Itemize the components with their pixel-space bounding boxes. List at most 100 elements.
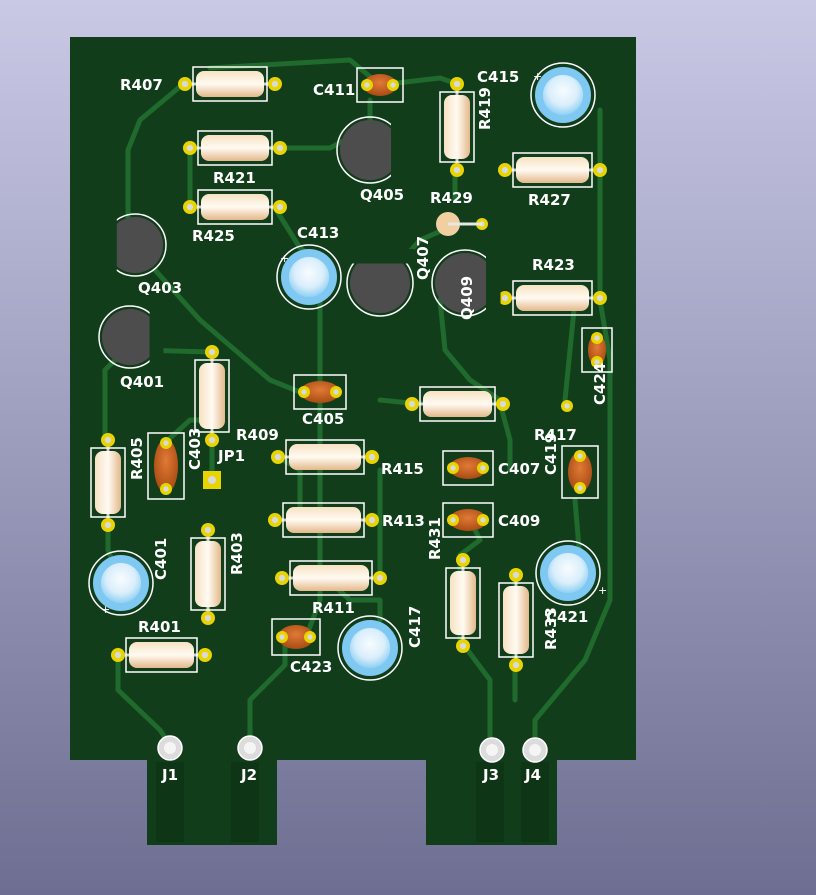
silkscreen-label-r413: R413 [382, 512, 425, 530]
C405-ceramic-capacitor [293, 374, 347, 410]
drill-hole [333, 389, 339, 395]
resistor-silkscreen [190, 537, 226, 611]
C401-electrolytic-capacitor [88, 550, 154, 616]
capacitor-silkscreen [535, 540, 601, 606]
drill-hole [163, 486, 169, 492]
drill-hole [163, 440, 169, 446]
silkscreen-label-q407: Q407 [414, 236, 432, 280]
copper-trace [152, 267, 303, 395]
drill-hole [596, 166, 604, 174]
drill-hole [564, 403, 570, 409]
drill-hole [274, 453, 282, 461]
connector-hole [244, 742, 256, 754]
R407-resistor [185, 66, 275, 102]
R421-resistor [190, 130, 280, 166]
silkscreen-label-q401: Q401 [120, 373, 164, 391]
copper-trace [247, 635, 288, 748]
C415-electrolytic-capacitor [530, 62, 596, 128]
drill-hole [390, 82, 396, 88]
copper-trace [532, 297, 613, 748]
resistor-body [293, 565, 369, 591]
resistor-body [516, 285, 589, 311]
drill-hole [364, 82, 370, 88]
resistor-silkscreen [194, 359, 230, 433]
capacitor-top [100, 562, 142, 604]
R433-resistor [498, 575, 534, 665]
drill-hole [208, 348, 216, 356]
resistor-body [201, 135, 269, 161]
transistor-body [107, 217, 163, 273]
capacitor-silkscreen [271, 618, 321, 656]
C423-ceramic-capacitor [271, 618, 321, 656]
drill-hole [459, 642, 467, 650]
capacitor-silkscreen [561, 445, 599, 499]
transistor-body [435, 253, 495, 313]
drill-hole [301, 389, 307, 395]
C411-ceramic-capacitor [356, 67, 404, 103]
R409-resistor [194, 352, 230, 440]
edge-finger [156, 762, 184, 842]
drill-hole [450, 465, 456, 471]
drill-hole [204, 614, 212, 622]
resistor-silkscreen [197, 189, 273, 225]
capacitor-silkscreen [442, 450, 494, 486]
silkscreen-label-c424: C424 [591, 363, 609, 405]
silkscreen-label-r419: R419 [476, 87, 494, 130]
resistor-body [196, 71, 264, 97]
resistor-silkscreen [282, 502, 365, 538]
connector-hole [486, 744, 498, 756]
resistor-silkscreen [90, 447, 126, 518]
silkscreen-label-c419: C419 [542, 433, 560, 475]
capacitor-body [300, 381, 340, 403]
R423-resistor [505, 280, 600, 316]
drill-hole [271, 516, 279, 524]
drill-hole [307, 634, 313, 640]
connector-pad [479, 737, 505, 763]
resistor-body [289, 444, 361, 470]
drill-hole [512, 571, 520, 579]
resistor-body [201, 194, 269, 220]
C419-ceramic-capacitor [561, 445, 599, 499]
R425-resistor [190, 189, 280, 225]
capacitor-body [449, 457, 487, 479]
C407-ceramic-capacitor [442, 450, 494, 486]
silkscreen-label-r425: R425 [192, 227, 235, 245]
drill-hole [501, 166, 509, 174]
capacitor-top [542, 74, 584, 116]
resistor-silkscreen [512, 280, 593, 316]
silkscreen-label-j4: J4 [524, 766, 541, 784]
transistor-body [340, 120, 400, 180]
transistor-flat [391, 116, 406, 184]
drill-hole [594, 335, 600, 341]
drill-hole [480, 517, 486, 523]
R415-resistor [278, 439, 372, 475]
silkscreen-label-r411: R411 [312, 599, 355, 617]
resistor-body [423, 391, 492, 417]
capacitor-silkscreen [356, 67, 404, 103]
silkscreen-label-r405: R405 [128, 437, 146, 480]
drill-hole [186, 203, 194, 211]
drill-hole [453, 166, 461, 174]
silkscreen-label-r407: R407 [120, 76, 163, 94]
silkscreen-label-q403: Q403 [138, 279, 182, 297]
silkscreen-label-c417: C417 [406, 606, 424, 648]
transistor-body [350, 253, 410, 313]
drill-hole [104, 436, 112, 444]
silkscreen-label-r403: R403 [228, 532, 246, 575]
capacitor-body [154, 439, 178, 493]
drill-hole [368, 516, 376, 524]
connector-hole [164, 742, 176, 754]
edge-finger [231, 762, 259, 842]
silkscreen-label-c407: C407 [498, 460, 540, 478]
silkscreen-label-q405: Q405 [360, 186, 404, 204]
drill-hole [450, 517, 456, 523]
resistor-body [516, 157, 589, 183]
capacitor-silkscreen [147, 432, 185, 500]
resistor-body [503, 586, 529, 654]
capacitor-silkscreen [337, 615, 403, 681]
drill-hole [577, 453, 583, 459]
silkscreen-label-j2: J2 [240, 766, 257, 784]
capacitor-top [288, 256, 330, 298]
